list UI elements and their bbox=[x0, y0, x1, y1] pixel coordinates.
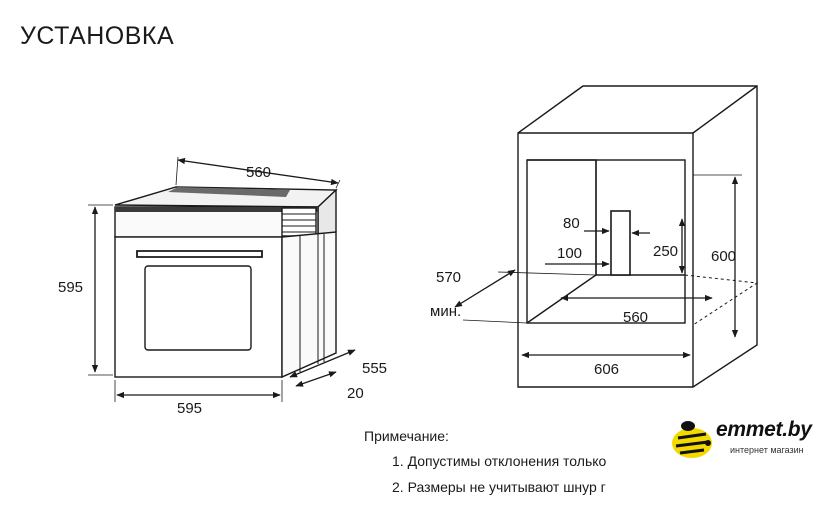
niche-outer-width-label: 606 bbox=[594, 361, 619, 378]
vent-depth-label: 250 bbox=[653, 243, 678, 260]
logo-text: emmet.by bbox=[716, 418, 812, 441]
page-title: УСТАНОВКА bbox=[20, 22, 175, 50]
oven-door-label: 20 bbox=[347, 385, 364, 402]
oven-side-depth-label: 555 bbox=[362, 360, 387, 377]
vent-height-label: 100 bbox=[557, 245, 582, 262]
oven-height-label: 595 bbox=[58, 279, 83, 296]
oven-drawing bbox=[114, 186, 338, 379]
vent-width-label: 80 bbox=[563, 215, 580, 232]
emmet-logo[interactable]: emmet.by интернет магазин bbox=[668, 416, 840, 466]
logo-tagline: интернет магазин bbox=[730, 445, 804, 455]
niche-height-label: 600 bbox=[711, 248, 736, 265]
notes-heading: Примечание: bbox=[364, 428, 449, 444]
note-item: 2. Размеры не учитывают шнур г bbox=[392, 479, 606, 495]
niche-inner-width-label: 560 bbox=[623, 309, 648, 326]
oven-depth-label: 560 bbox=[246, 164, 271, 181]
niche-drawing bbox=[517, 85, 759, 388]
note-item: 1. Допустимы отклонения только bbox=[392, 453, 607, 469]
oven-width-label: 595 bbox=[177, 400, 202, 417]
niche-depth-label: 570 bbox=[436, 269, 461, 286]
niche-depth-min-label: мин. bbox=[430, 303, 461, 320]
bee-icon bbox=[672, 421, 712, 458]
